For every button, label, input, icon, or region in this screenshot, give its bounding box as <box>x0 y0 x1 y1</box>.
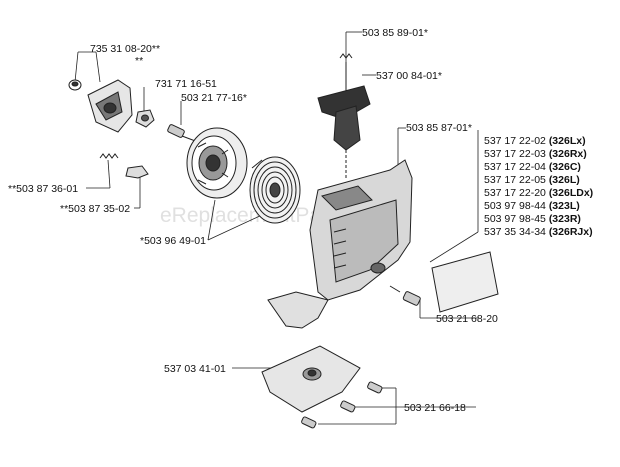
decal-code: 537 17 22-05 <box>484 174 546 186</box>
label-537-00-84-01: 537 00 84-01* <box>376 70 442 82</box>
decal-model-list: 537 17 22-02 (326Lx) 537 17 22-03 (326Rx… <box>484 135 593 238</box>
decal-model: (326Lx) <box>549 135 586 147</box>
svg-text:503 97 98-44 (323L): 503 97 98-44 (323L) <box>484 200 580 212</box>
plate-screw-part <box>301 381 383 429</box>
decal-code: 537 35 34-34 <box>484 226 546 238</box>
dome-nut-part <box>68 79 82 91</box>
svg-text:537 17 22-04 (326C): 537 17 22-04 (326C) <box>484 161 581 173</box>
decal-model: (326RJx) <box>549 226 593 238</box>
decal-code: 503 97 98-44 <box>484 200 546 212</box>
label-p1-note: ** <box>135 55 143 67</box>
recoil-spring-part <box>249 156 301 224</box>
decal-part <box>431 251 499 313</box>
svg-text:537 35 34-34 (326RJx): 537 35 34-34 (326RJx) <box>484 226 593 238</box>
pawl-part <box>125 165 149 179</box>
small-spring-part <box>99 153 119 159</box>
label-503-85-89-01: 503 85 89-01* <box>362 27 428 39</box>
decal-code: 503 97 98-45 <box>484 213 546 225</box>
decal-model: (326L) <box>549 174 580 186</box>
decal-code: 537 17 22-03 <box>484 148 546 160</box>
svg-text:537 17 22-02 (326Lx): 537 17 22-02 (326Lx) <box>484 135 586 147</box>
label-503-21-68-20: 503 21 68-20 <box>436 313 498 325</box>
label-503-87-35-02: **503 87 35-02 <box>60 203 130 215</box>
label-731-71-16-51: 731 71 16-51 <box>155 78 217 90</box>
label-537-03-41-01: 537 03 41-01 <box>164 363 226 375</box>
decal-model: (323L) <box>549 200 580 212</box>
label-503-85-87-01: 503 85 87-01* <box>406 122 472 134</box>
starter-housing-part <box>267 159 413 329</box>
decal-code: 537 17 22-20 <box>484 187 546 199</box>
label-503-21-77-16: 503 21 77-16* <box>181 92 247 104</box>
decal-model: (326Rx) <box>549 148 587 160</box>
decal-model: (326LDx) <box>549 187 593 199</box>
decal-model: (323R) <box>549 213 581 225</box>
starter-pulley-part <box>186 127 248 199</box>
nut-part <box>135 109 155 128</box>
svg-text:537 17 22-05 (326L): 537 17 22-05 (326L) <box>484 174 580 186</box>
leader-lines <box>74 31 479 425</box>
decal-model: (326C) <box>549 161 581 173</box>
housing-bolt-part <box>389 285 421 306</box>
svg-text:537 17 22-20 (326LDx): 537 17 22-20 (326LDx) <box>484 187 593 199</box>
decal-code: 537 17 22-04 <box>484 161 546 173</box>
svg-text:537 17 22-03 (326Rx): 537 17 22-03 (326Rx) <box>484 148 587 160</box>
label-735-31-08-20: 735 31 08-20** <box>90 43 160 55</box>
label-503-96-49-01: *503 96 49-01 <box>140 235 206 247</box>
pawl-housing-part <box>87 79 133 133</box>
starter-handle-part <box>317 53 371 180</box>
guard-plate-part <box>261 345 361 413</box>
svg-text:503 97 98-45 (323R): 503 97 98-45 (323R) <box>484 213 581 225</box>
label-503-87-36-01: **503 87 36-01 <box>8 183 78 195</box>
screw-part <box>167 124 199 143</box>
label-503-21-66-18: 503 21 66-18 <box>404 402 466 414</box>
decal-code: 537 17 22-02 <box>484 135 546 147</box>
